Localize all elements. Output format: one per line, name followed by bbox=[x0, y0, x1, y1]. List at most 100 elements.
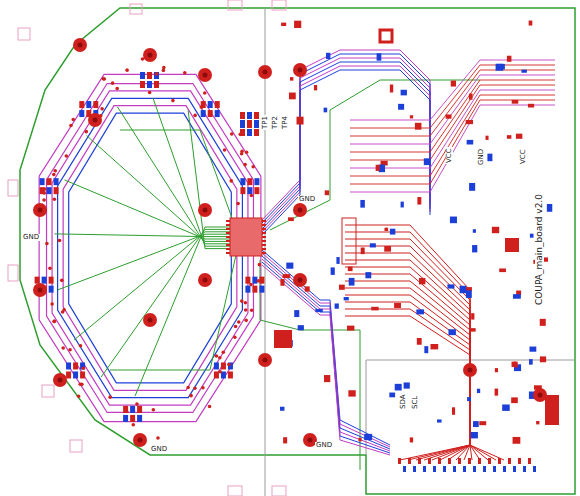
smd-pad bbox=[512, 100, 519, 104]
smd-pad bbox=[147, 72, 152, 79]
copper-trace bbox=[135, 227, 235, 396]
mounting-hole bbox=[33, 203, 47, 217]
mounting-hole bbox=[538, 393, 543, 398]
smd-pad bbox=[288, 217, 294, 221]
smd-pad bbox=[448, 329, 455, 335]
smd-pad bbox=[283, 437, 287, 443]
mounting-hole bbox=[263, 358, 268, 363]
smd-pad bbox=[470, 328, 476, 332]
via bbox=[62, 308, 66, 312]
edge-connector bbox=[228, 0, 242, 10]
copper-trace bbox=[345, 267, 470, 460]
copper-trace bbox=[262, 70, 430, 235]
smd-pad bbox=[547, 204, 552, 212]
connector-pad bbox=[408, 458, 411, 464]
smd-pad bbox=[513, 437, 521, 444]
smd-pad bbox=[298, 325, 304, 330]
smd-pad bbox=[79, 110, 84, 117]
smd-pad bbox=[331, 267, 335, 274]
smd-pad bbox=[240, 187, 245, 194]
smd-pad bbox=[49, 286, 54, 293]
connector-pad bbox=[488, 458, 491, 464]
edge-connector bbox=[8, 265, 18, 281]
copper-trace bbox=[345, 309, 496, 460]
copper-trace bbox=[350, 105, 555, 192]
copper-trace bbox=[39, 74, 261, 421]
smd-pad bbox=[499, 268, 506, 272]
copper-trace bbox=[345, 253, 470, 460]
copper-trace bbox=[101, 229, 235, 377]
silkscreen-label: GND bbox=[298, 196, 316, 203]
smd-pad bbox=[495, 389, 499, 396]
smd-pad bbox=[410, 437, 413, 442]
silkscreen-label: TP4 bbox=[282, 115, 289, 130]
via bbox=[52, 320, 56, 324]
smd-pad bbox=[215, 110, 220, 117]
copper-trace bbox=[262, 250, 390, 445]
smd-pad bbox=[214, 371, 219, 378]
copper-trace bbox=[350, 100, 555, 184]
copper-trace bbox=[262, 262, 390, 453]
copper-trace bbox=[350, 80, 555, 152]
smd-pad bbox=[377, 53, 382, 60]
smd-pad bbox=[281, 23, 286, 26]
via bbox=[156, 436, 160, 440]
smd-pad bbox=[245, 277, 250, 284]
connector-pad bbox=[468, 458, 471, 464]
smd-pad bbox=[221, 362, 226, 369]
smd-pad bbox=[254, 129, 259, 136]
ic-pin bbox=[262, 244, 266, 246]
connector-pad bbox=[443, 466, 446, 472]
smd-pad bbox=[259, 277, 264, 284]
edge-connector bbox=[18, 28, 30, 40]
via bbox=[244, 301, 248, 305]
smd-pad bbox=[384, 246, 391, 252]
smd-pad bbox=[54, 178, 59, 185]
smd-pad bbox=[247, 178, 252, 185]
mounting-hole bbox=[198, 273, 212, 287]
ic-pin bbox=[226, 228, 230, 230]
smd-pad bbox=[477, 389, 480, 393]
smd-pad bbox=[324, 108, 328, 113]
smd-pad bbox=[472, 245, 477, 252]
copper-trace bbox=[110, 255, 236, 370]
smd-pad bbox=[47, 178, 52, 185]
mounting-hole bbox=[258, 353, 272, 367]
ic-pin bbox=[262, 232, 266, 234]
via bbox=[215, 354, 219, 358]
smd-pad bbox=[360, 200, 364, 208]
connector-pad bbox=[453, 466, 456, 472]
smd-pad bbox=[214, 362, 219, 369]
smd-pad bbox=[240, 178, 245, 185]
smd-pad bbox=[280, 407, 284, 411]
via bbox=[250, 194, 254, 198]
smd-pad bbox=[80, 371, 85, 378]
mounting-hole bbox=[468, 368, 473, 373]
copper-trace bbox=[117, 107, 235, 244]
smd-pad bbox=[536, 421, 539, 424]
mounting-hole bbox=[38, 208, 43, 213]
copper-trace bbox=[87, 135, 235, 241]
silkscreen-label: GND bbox=[22, 234, 40, 241]
mounting-hole bbox=[198, 203, 212, 217]
smd-pad bbox=[395, 384, 402, 391]
smd-pad bbox=[497, 64, 505, 70]
copper-trace bbox=[345, 295, 480, 460]
copper-trace bbox=[63, 106, 237, 391]
copper-trace bbox=[188, 110, 235, 248]
copper-trace bbox=[262, 256, 390, 449]
mounting-hole bbox=[143, 313, 157, 327]
smd-pad bbox=[447, 284, 454, 288]
ic-package bbox=[342, 218, 356, 264]
smd-pad bbox=[40, 178, 45, 185]
copper-trace bbox=[262, 62, 430, 229]
via bbox=[218, 370, 222, 374]
connector-pad bbox=[478, 458, 481, 464]
copper-trace bbox=[120, 130, 232, 218]
smd-pad bbox=[507, 56, 512, 62]
smd-pad bbox=[42, 277, 47, 284]
via bbox=[125, 68, 129, 72]
mounting-hole bbox=[258, 65, 272, 79]
via bbox=[84, 130, 88, 134]
mounting-hole bbox=[148, 318, 153, 323]
